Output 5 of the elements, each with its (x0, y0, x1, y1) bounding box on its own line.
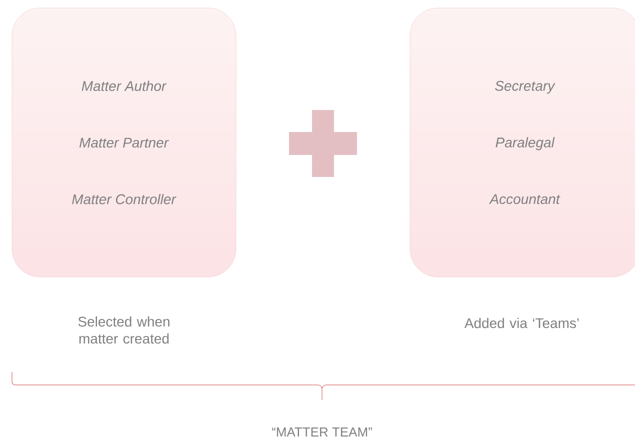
node-label: Selected when matter created (78, 316, 170, 344)
brace-label: “MATTER TEAM” (272, 428, 372, 436)
rounded-box: Secretary Paralegal Accountant (410, 8, 635, 278)
rounded-box: Matter Author Matter Partner Matter Controller (12, 8, 236, 278)
node-label: Added via ‘Teams’ (464, 318, 579, 328)
